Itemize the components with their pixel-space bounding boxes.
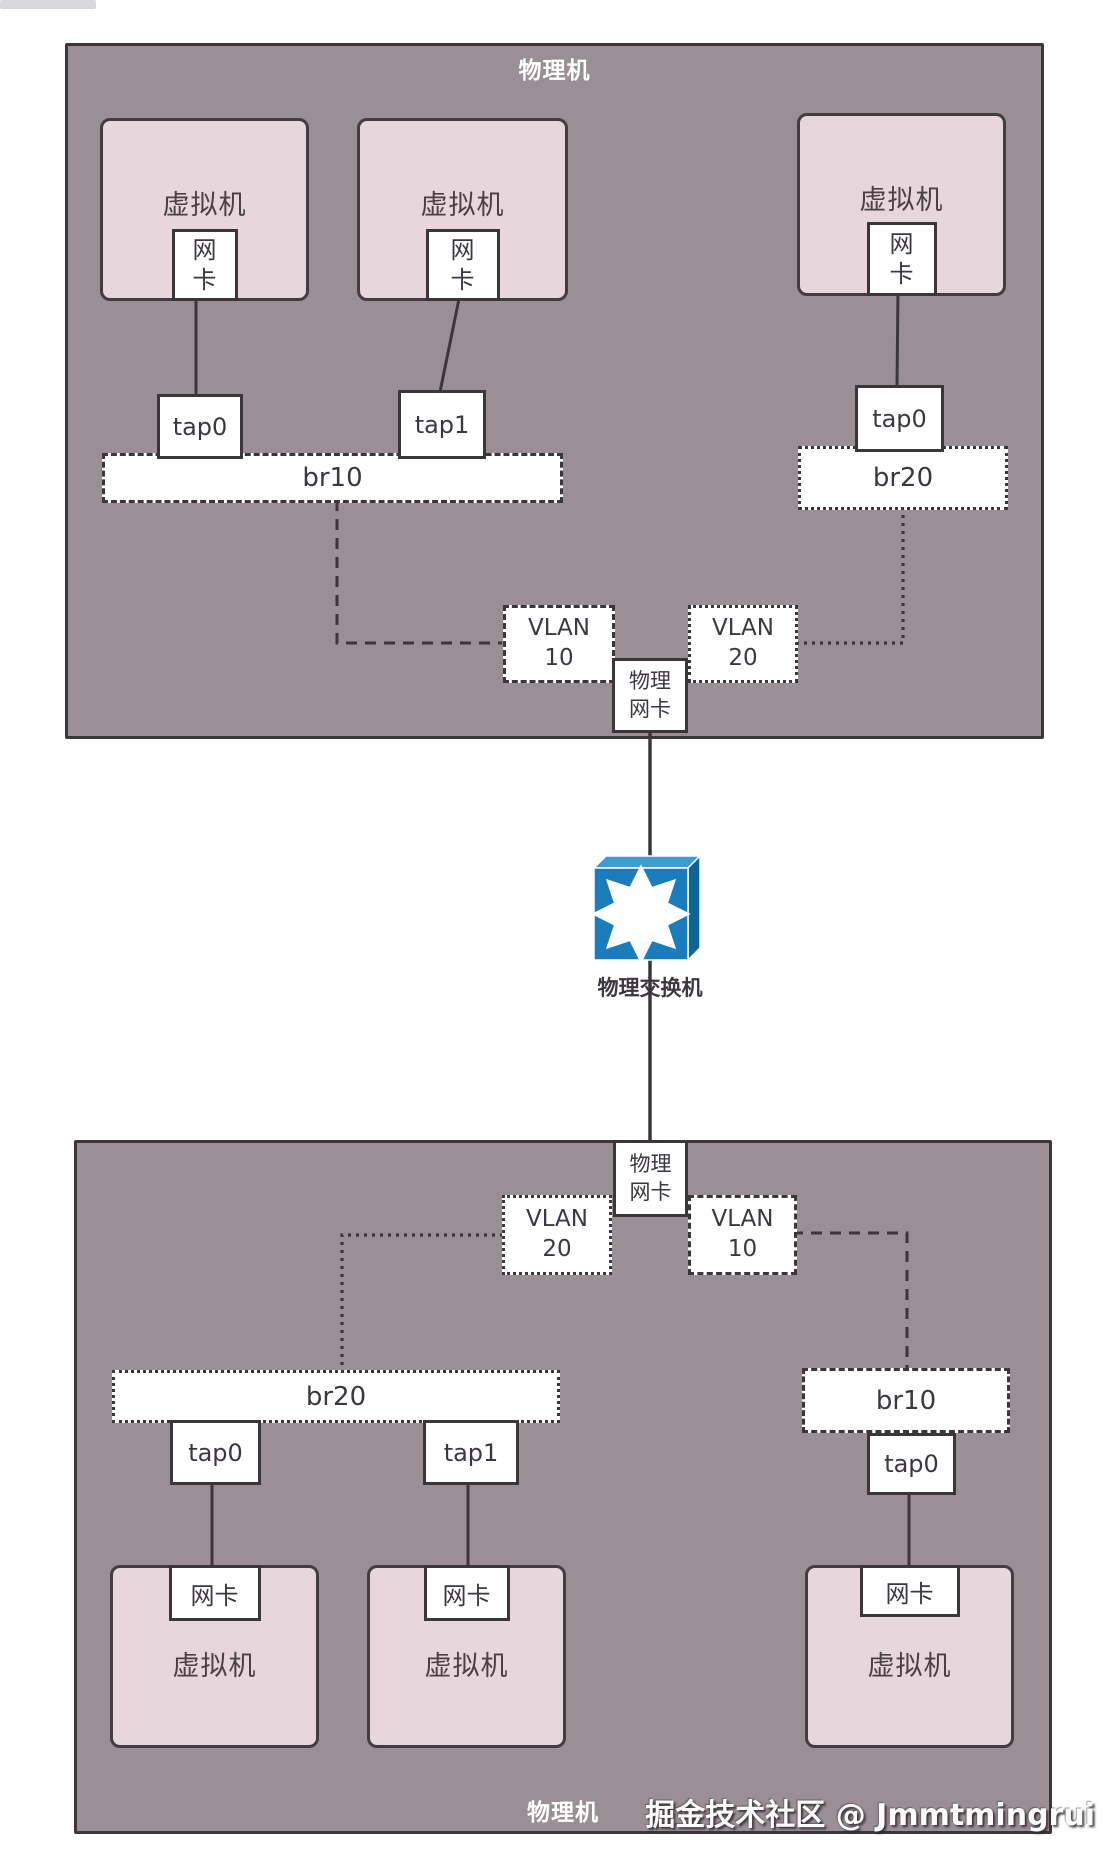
- nic-char-1: 网: [192, 236, 217, 264]
- tap-label: tap1: [443, 1438, 499, 1467]
- vm-label: 虚拟机: [420, 190, 505, 221]
- bridge-br20-bottom: br20: [112, 1370, 560, 1423]
- top-vm-2: 虚拟机 网 卡: [357, 118, 568, 301]
- vlan20-bottom-box: VLAN 20: [502, 1195, 612, 1275]
- vlan-word: VLAN: [711, 615, 774, 642]
- nic-char-2: 卡: [450, 266, 475, 294]
- vm-label: 虚拟机: [867, 1651, 952, 1682]
- tap-label: tap0: [872, 404, 927, 433]
- bridge-label: br20: [305, 1381, 367, 1412]
- vm-label: 虚拟机: [859, 185, 944, 216]
- physical-nic-bottom-box: 物理 网卡: [613, 1140, 688, 1217]
- vm-label: 虚拟机: [172, 1651, 257, 1682]
- bridge-label: br10: [302, 463, 363, 493]
- tap0-top-box: tap0: [157, 394, 243, 459]
- bottom-vm-2: 网卡 虚拟机: [367, 1565, 566, 1748]
- vlan-id: 20: [728, 645, 758, 671]
- bridge-br10-bottom: br10: [802, 1368, 1010, 1433]
- vlan-word: VLAN: [525, 1206, 588, 1233]
- tap0-bottom-box: tap0: [170, 1420, 261, 1485]
- top-vm-1: 虚拟机 网 卡: [100, 118, 309, 301]
- bottom-vm-1: 网卡 虚拟机: [110, 1565, 319, 1748]
- vlan-id: 10: [544, 645, 574, 671]
- nic-char-1: 网: [450, 236, 475, 264]
- nic-label: 网卡: [885, 1579, 934, 1608]
- bridge-label: br20: [872, 463, 934, 493]
- physical-nic-top-box: 物理 网卡: [612, 658, 688, 733]
- switch-label: 物理交换机: [597, 976, 703, 1000]
- vm-nic-box: 网卡: [423, 1565, 510, 1621]
- watermark: 掘金技术社区 @ Jmmtmingrui: [645, 1798, 1095, 1833]
- vm-label: 虚拟机: [162, 190, 247, 221]
- bottom-vm-3: 网卡 虚拟机: [805, 1565, 1014, 1748]
- nic-char-2: 卡: [192, 266, 217, 294]
- vm-nic-box: 网卡: [859, 1565, 960, 1617]
- tap-label: tap0: [188, 1438, 243, 1467]
- top-vm-3: 虚拟机 网 卡: [797, 113, 1006, 296]
- tap1-top-box: tap1: [398, 390, 486, 459]
- vlan-word: VLAN: [711, 1206, 774, 1233]
- vm-nic-box: 网 卡: [171, 229, 238, 301]
- vlan-id: 20: [542, 1236, 572, 1262]
- vlan10-bottom-box: VLAN 10: [688, 1195, 797, 1275]
- vlan10-top-box: VLAN 10: [503, 605, 615, 683]
- top-host-label: 物理机: [518, 58, 591, 84]
- bridge-label: br10: [875, 1385, 937, 1416]
- nic-label: 网卡: [442, 1581, 491, 1610]
- vm-nic-box: 网 卡: [425, 229, 500, 301]
- vlan20-top-box: VLAN 20: [688, 605, 798, 683]
- vm-nic-box: 网卡: [168, 1565, 261, 1621]
- nic-char-1: 网: [889, 230, 914, 258]
- physical-switch-icon: [588, 850, 712, 966]
- tap0-top-right-box: tap0: [855, 385, 944, 452]
- tap1-bottom-box: tap1: [423, 1420, 519, 1485]
- pnic-line-2: 网卡: [629, 696, 671, 721]
- vlan-word: VLAN: [527, 615, 590, 642]
- corner-artifact: [0, 0, 96, 9]
- tap-label: tap1: [414, 410, 470, 439]
- vm-nic-box: 网 卡: [866, 222, 937, 296]
- pnic-line-1: 物理: [629, 1152, 672, 1177]
- tap0-bottom-right-box: tap0: [867, 1433, 956, 1495]
- vm-label: 虚拟机: [424, 1651, 509, 1682]
- pnic-line-2: 网卡: [629, 1179, 672, 1204]
- nic-label: 网卡: [190, 1581, 239, 1610]
- bridge-br10-top: br10: [102, 453, 563, 503]
- bridge-br20-top: br20: [798, 446, 1008, 510]
- tap-label: tap0: [172, 412, 228, 441]
- tap-label: tap0: [884, 1450, 939, 1478]
- vlan-id: 10: [727, 1236, 758, 1262]
- bottom-host-label: 物理机: [527, 1800, 599, 1826]
- nic-char-2: 卡: [889, 260, 914, 288]
- pnic-line-1: 物理: [629, 669, 671, 694]
